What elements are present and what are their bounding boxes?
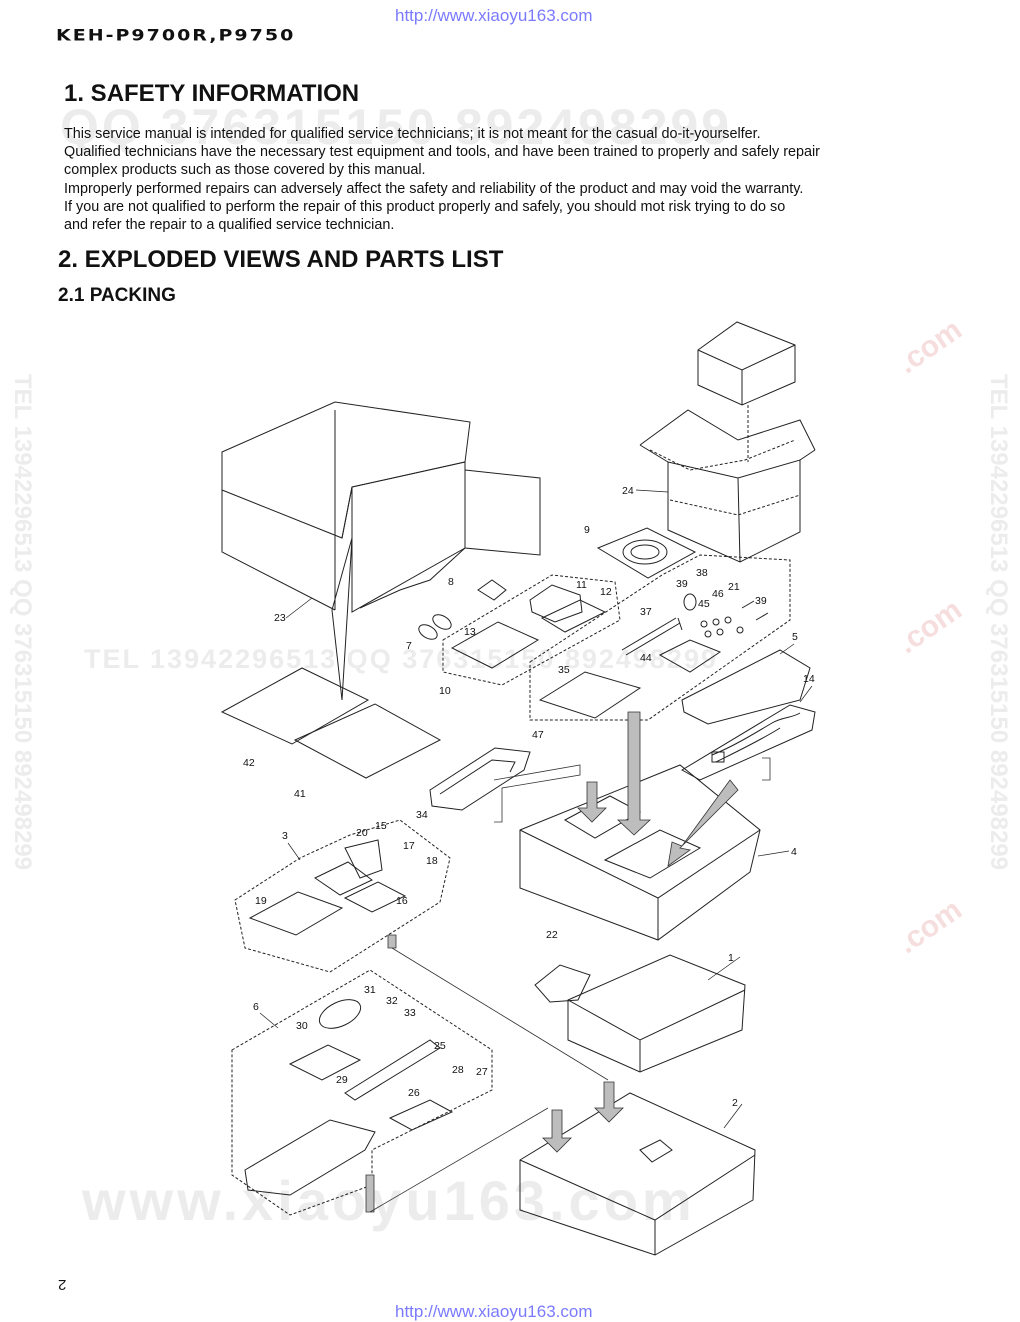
watermark-qq: QQ 376315150 892498299 bbox=[60, 99, 733, 155]
safety-line: Qualified technicians have the necessary… bbox=[64, 144, 820, 161]
callout-2: 2 bbox=[732, 1097, 738, 1109]
callout-42: 42 bbox=[243, 757, 255, 769]
outer-box-part bbox=[639, 321, 816, 563]
sheet-42-part bbox=[220, 667, 370, 745]
callout-16: 16 bbox=[396, 895, 408, 907]
callout-29: 29 bbox=[336, 1074, 348, 1086]
callout-20: 20 bbox=[356, 827, 368, 839]
callout-labels: 1 2 3 4 5 6 7 8 9 10 11 12 13 14 15 16 1… bbox=[243, 485, 815, 1109]
callout-6: 6 bbox=[253, 1001, 259, 1013]
button-bag-part bbox=[244, 999, 454, 1196]
callout-39b: 39 bbox=[755, 595, 767, 607]
foam-tray-top-part bbox=[519, 764, 761, 941]
callout-18: 18 bbox=[426, 855, 438, 867]
callout-7: 7 bbox=[406, 640, 412, 652]
callout-34: 34 bbox=[416, 809, 428, 821]
callout-9: 9 bbox=[584, 524, 590, 536]
safety-line: Improperly performed repairs can adverse… bbox=[64, 180, 804, 197]
bracket-bag-part bbox=[248, 839, 407, 936]
callout-24: 24 bbox=[622, 485, 634, 497]
carton-sleeve-part bbox=[221, 401, 541, 701]
callout-1: 1 bbox=[728, 952, 734, 964]
callout-47: 47 bbox=[532, 729, 544, 741]
callout-33: 33 bbox=[404, 1007, 416, 1019]
callout-25: 25 bbox=[434, 1040, 446, 1052]
section-safety-title: 1. SAFETY INFORMATION bbox=[64, 80, 360, 107]
parts-bag-group-10 bbox=[442, 574, 621, 686]
callout-39: 39 bbox=[676, 578, 688, 590]
callout-23: 23 bbox=[274, 612, 286, 624]
callout-44: 44 bbox=[640, 652, 652, 664]
callout-5: 5 bbox=[792, 631, 798, 643]
callout-19: 19 bbox=[255, 895, 267, 907]
callout-28: 28 bbox=[452, 1064, 464, 1076]
cord-bag-part bbox=[596, 527, 697, 579]
callout-14: 14 bbox=[803, 673, 815, 685]
watermark-tel-row: TEL 13942296513 QQ 376315150 892498299 bbox=[84, 644, 718, 674]
callout-22: 22 bbox=[546, 929, 558, 941]
callout-11: 11 bbox=[576, 579, 587, 591]
parts-bag-group-35 bbox=[529, 554, 791, 721]
callout-15: 15 bbox=[375, 820, 387, 832]
cord-part bbox=[681, 704, 816, 781]
unit-bag-part bbox=[567, 954, 746, 1073]
bag-part bbox=[418, 579, 607, 669]
callout-17: 17 bbox=[403, 840, 415, 852]
callout-26: 26 bbox=[408, 1087, 420, 1099]
callout-13: 13 bbox=[464, 626, 476, 638]
footer-url[interactable]: http://www.xiaoyu163.com bbox=[395, 1302, 593, 1321]
header-url[interactable]: http://www.xiaoyu163.com bbox=[395, 6, 593, 25]
callout-31: 31 bbox=[364, 984, 376, 996]
callout-46: 46 bbox=[712, 588, 724, 600]
section-packing-subtitle: 2.1 PACKING bbox=[58, 285, 176, 306]
callout-3: 3 bbox=[282, 830, 288, 842]
callout-38: 38 bbox=[696, 567, 708, 579]
model-title: KEH-P9700R,P9750 bbox=[56, 26, 296, 45]
screw-bag-part bbox=[538, 593, 769, 719]
section-exploded-title: 2. EXPLODED VIEWS AND PARTS LIST bbox=[58, 246, 504, 273]
callout-12: 12 bbox=[600, 586, 612, 598]
safety-line: This service manual is intended for qual… bbox=[64, 126, 761, 142]
callout-45: 45 bbox=[698, 598, 710, 610]
callout-8: 8 bbox=[448, 576, 454, 588]
watermark-site: www.xiaoyu163.com bbox=[82, 1169, 696, 1232]
callout-32: 32 bbox=[386, 995, 398, 1007]
callout-30: 30 bbox=[296, 1020, 308, 1032]
callout-35: 35 bbox=[558, 664, 570, 676]
callout-41: 41 bbox=[294, 788, 306, 800]
callout-21: 21 bbox=[728, 581, 740, 593]
bag-5-part bbox=[681, 649, 811, 725]
parts-bag-group-3 bbox=[234, 819, 451, 973]
callout-10: 10 bbox=[439, 685, 451, 697]
parts-bag-group-6 bbox=[231, 969, 493, 1216]
page-number: 2 bbox=[58, 1276, 67, 1293]
callout-37: 37 bbox=[640, 606, 652, 618]
safety-line: and refer the repair to a qualified serv… bbox=[64, 217, 395, 234]
safety-paragraph: This service manual is intended for qual… bbox=[64, 125, 924, 234]
remote-part bbox=[429, 747, 531, 811]
callout-27: 27 bbox=[476, 1066, 488, 1078]
callout-4: 4 bbox=[791, 846, 797, 858]
sheet-41-part bbox=[293, 703, 442, 779]
safety-line: If you are not qualified to perform the … bbox=[64, 198, 786, 215]
foam-tray-bottom-part bbox=[519, 1092, 756, 1256]
safety-line: complex products such as those covered b… bbox=[64, 162, 426, 179]
accessory-22-part bbox=[534, 964, 591, 1003]
